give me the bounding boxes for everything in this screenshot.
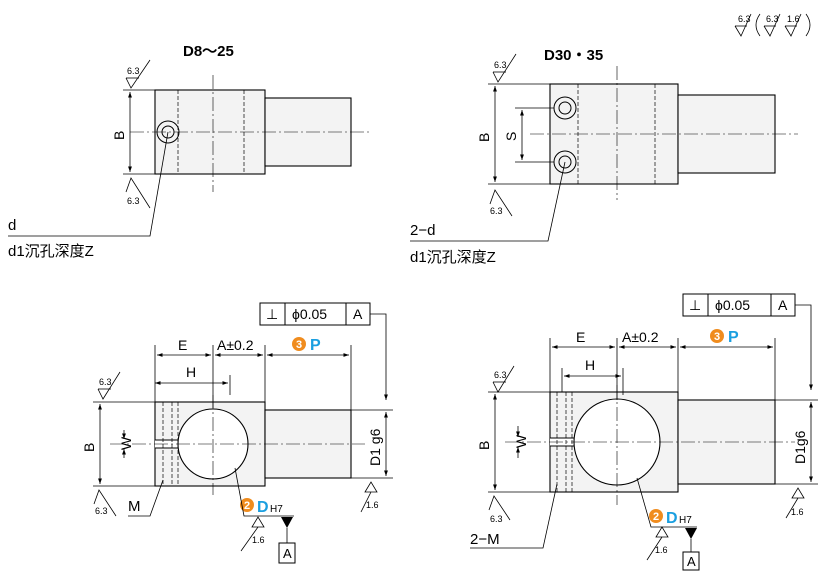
tolerance-value: ϕ0.05 [292,306,327,322]
roughness-alt1-icon [763,13,781,37]
paren-close-icon [805,13,811,37]
dim-w: W [513,434,529,448]
dim-s: S [503,132,519,141]
roughness-bottom-icon [489,189,513,217]
view-top-right: D30・35 B S 6.3 6.3 2−d d1沉孔深度Z [410,47,798,266]
roughness-top-icon [97,371,121,400]
dim-h: H [585,357,595,373]
roughness-header: 6.3 6.3 1.6 [734,13,811,37]
view-bottom-right: ⊥ ϕ0.05 A E A±0.2 3 P H [470,293,818,571]
label-m: M [128,498,141,515]
label-2-m: 2−M [470,531,500,548]
tolerance-datum: A [353,306,363,322]
callout-d: d [8,217,16,234]
label-d: D [666,510,678,527]
badge-d [649,509,663,523]
dim-d1-g6: D1 g6 [367,428,383,466]
roughness-top: 6.3 [99,377,112,387]
roughness-main-icon [734,13,752,37]
roughness-top-icon [492,365,515,393]
datum-a: A [687,554,696,569]
roughness-bottom: 6.3 [127,196,140,206]
callout-2-d: 2−d [410,222,435,239]
datum-box [278,542,296,564]
hole-leader [410,161,566,242]
label-d: D [257,499,269,516]
roughness-bottom-icon [93,489,117,517]
badge-d-number: 2 [244,500,250,512]
dim-a: A±0.2 [217,337,254,353]
roughness-d1-icon [791,487,805,499]
label-p: P [310,337,321,354]
badge-d [240,498,254,512]
through-hole-upper [558,101,572,115]
roughness-alt1-value: 6.3 [766,14,779,24]
dim-b: B [476,133,492,142]
datum-triangle [685,528,697,539]
badge-d-number: 2 [653,511,659,523]
tolerance-datum: A [778,297,788,313]
roughness-main-value: 6.3 [738,14,751,24]
tolerance-value: ϕ0.05 [715,297,750,313]
roughness-d1-icon [364,481,378,493]
datum-triangle [281,517,293,528]
dim-d1-g6: D1g6 [792,430,808,464]
dim-e: E [178,337,187,353]
roughness-top: 6.3 [494,60,507,70]
view-bottom-left: ⊥ ϕ0.05 A E A±0.2 3 P H [81,302,393,564]
badge-p [710,329,724,343]
datum-a: A [283,546,292,561]
roughness-top-icon [125,59,151,89]
label-d-tolerance: H7 [679,515,692,526]
roughness-d: 1.6 [655,545,668,555]
roughness-alt2-icon [784,13,802,37]
callout-d1-depth: d1沉孔深度Z [410,249,496,266]
roughness-top-icon [492,53,517,83]
roughness-bottom: 6.3 [490,206,503,216]
roughness-top: 6.3 [494,370,507,380]
counterbore-hole [156,120,180,144]
perpendicularity-icon: ⊥ [689,298,701,314]
view-title-d8-25: D8～25 [183,43,234,60]
datum-box [682,551,700,571]
bore-leader [636,477,697,528]
perpendicularity-icon: ⊥ [266,307,278,323]
dim-a: A±0.2 [622,329,659,345]
badge-p-number: 3 [714,331,720,343]
roughness-bottom: 6.3 [95,506,108,516]
thread-leader [128,479,164,517]
roughness-d1: 1.6 [791,507,804,517]
thread-leader [470,483,558,549]
hole-leader [8,131,169,237]
roughness-d-icon [251,516,265,528]
dim-h: H [186,364,196,380]
roughness-bottom: 6.3 [490,514,503,524]
label-d-tolerance: H7 [270,504,283,515]
dim-b: B [476,441,492,450]
roughness-d: 1.6 [252,535,265,545]
view-top-left: D8～25 B 6.3 6.3 d d1沉孔深度Z [8,43,370,260]
badge-p [292,337,306,351]
label-p: P [728,329,739,346]
dim-w: W [118,436,134,450]
dim-e: E [576,329,585,345]
roughness-bottom-icon [488,495,511,521]
dim-b: B [81,443,97,452]
callout-d1-depth: d1沉孔深度Z [8,243,94,260]
paren-open-icon [755,13,761,37]
roughness-bottom-icon [125,177,151,209]
through-hole-lower [558,155,572,169]
through-hole [161,125,175,139]
roughness-d-icon [655,526,669,538]
bore-leader [234,467,294,517]
badge-p-number: 3 [296,339,302,351]
roughness-top: 6.3 [127,66,140,76]
dim-b: B [111,131,127,140]
view-title-d30-35: D30・35 [544,47,603,64]
roughness-d1: 1.6 [366,500,379,510]
roughness-alt2-value: 1.6 [787,14,800,24]
